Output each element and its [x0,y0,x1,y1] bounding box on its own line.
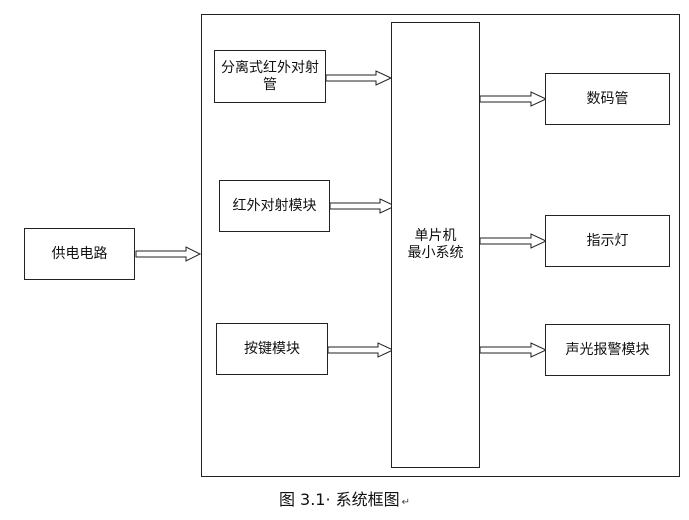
arrow-power-to-system [135,246,202,262]
ir-module-label: 红外对射模块 [232,197,317,214]
arrow-ir-module-to-mcu [329,198,397,214]
digital-tube-label: 数码管 [586,90,629,107]
arrow-mcu-to-digital-tube [479,91,548,107]
arrow-ir-pair-to-mcu [325,70,393,86]
power-circuit-label: 供电电路 [51,245,108,262]
indicator-light-box: 指示灯 [545,215,670,267]
paragraph-mark: ↵ [401,497,411,508]
key-module-label: 按键模块 [244,340,300,357]
power-circuit-box: 供电电路 [24,228,135,280]
arrow-mcu-to-indicator [479,233,548,249]
ir-pair-separated-label-line1: 分离式红外对射 [221,59,319,76]
key-module-box: 按键模块 [216,323,328,375]
mcu-label-line2: 最小系统 [407,245,464,261]
mcu-label-line1: 单片机 [414,228,457,244]
arrow-key-to-mcu [327,342,395,358]
ir-pair-separated-box: 分离式红外对射 管 [214,50,326,103]
digital-tube-box: 数码管 [545,73,670,125]
alarm-module-label: 声光报警模块 [565,341,650,358]
arrow-mcu-to-alarm [479,342,548,358]
ir-module-box: 红外对射模块 [219,180,330,232]
alarm-module-box: 声光报警模块 [545,324,670,376]
system-frame [201,14,680,477]
mcu-box: 单片机 最小系统 [391,22,480,468]
figure-caption-text: 图 3.1· 系统框图 [278,490,400,509]
figure-caption: 图 3.1· 系统框图↵ [0,490,689,513]
indicator-light-label: 指示灯 [586,232,629,249]
ir-pair-separated-label-line2: 管 [263,76,277,93]
